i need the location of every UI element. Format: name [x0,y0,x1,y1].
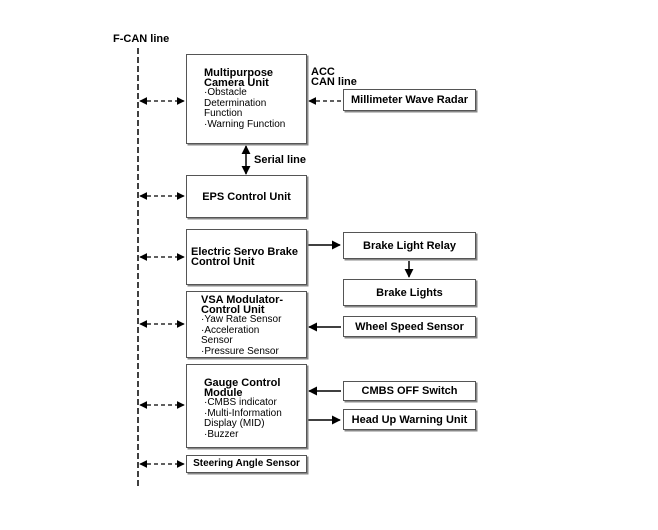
steering-sensor-title: Steering Angle Sensor [193,458,300,469]
cmbs-off-switch: CMBS OFF Switch [343,381,476,401]
head-up-warning-unit: Head Up Warning Unit [343,409,476,430]
wheel-speed-sensor-label: Wheel Speed Sensor [355,320,464,333]
camera-unit-title: Multipurpose Camera Unit [204,67,274,89]
eps-unit-title: EPS Control Unit [202,190,291,203]
gauge-module-functions: ·CMBS indicator ·Multi-Information Displ… [204,397,282,440]
serial-line-label: Serial line [254,154,306,166]
cmbs-off-switch-label: CMBS OFF Switch [361,385,458,397]
steering-angle-sensor: Steering Angle Sensor [186,455,307,473]
multipurpose-camera-unit: Multipurpose Camera Unit ·Obstacle Deter… [186,54,307,144]
brake-light-relay: Brake Light Relay [343,232,476,259]
head-up-warning-unit-label: Head Up Warning Unit [351,413,468,426]
gauge-module-title: Gauge Control Module [204,377,281,399]
millimeter-wave-radar: Millimeter Wave Radar [343,89,476,111]
gauge-control-module: Gauge Control Module ·CMBS indicator ·Mu… [186,364,307,448]
vsa-unit-sensors: ·Yaw Rate Sensor ·Acceleration Sensor ·P… [201,314,282,357]
brake-unit-title: Electric Servo Brake Control Unit [191,246,299,268]
brake-light-relay-label: Brake Light Relay [363,239,456,252]
acc-can-line-label: ACC CAN line [311,66,357,88]
electric-servo-brake-control-unit: Electric Servo Brake Control Unit [186,229,307,285]
eps-control-unit: EPS Control Unit [186,175,307,218]
radar-label: Millimeter Wave Radar [351,94,468,106]
vsa-unit-title: VSA Modulator- Control Unit [201,294,284,316]
fcan-line-label: F-CAN line [113,33,170,45]
camera-unit-functions: ·Obstacle Determination Function ·Warnin… [204,87,286,130]
brake-lights: Brake Lights [343,279,476,306]
brake-lights-label: Brake Lights [376,286,443,299]
vsa-modulator-control-unit: VSA Modulator- Control Unit ·Yaw Rate Se… [186,291,307,358]
wheel-speed-sensor: Wheel Speed Sensor [343,316,476,337]
